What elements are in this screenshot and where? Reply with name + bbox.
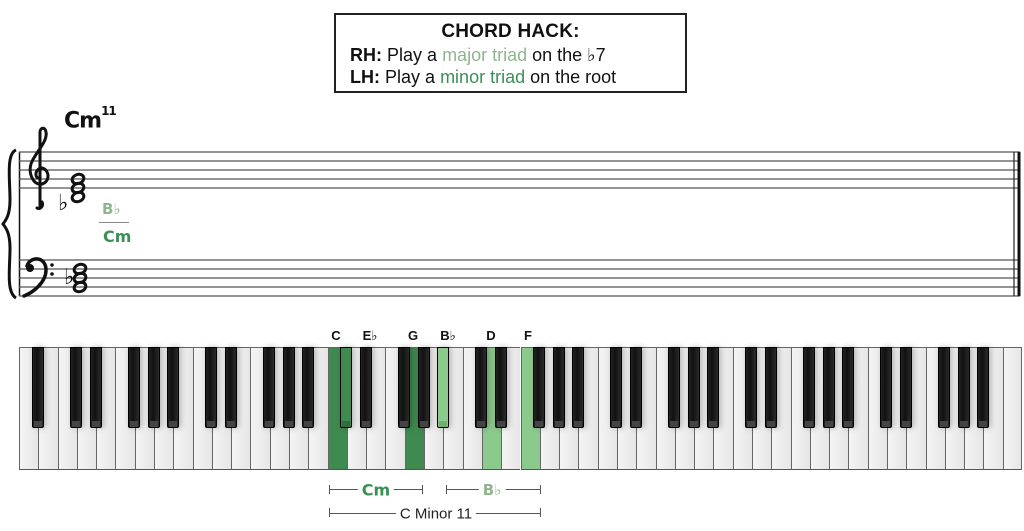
black-key-a-sharp[interactable] — [436, 347, 449, 428]
chord-symbol: Cm11 — [64, 104, 117, 134]
black-key-a-sharp[interactable] — [976, 347, 989, 428]
black-key-c-sharp[interactable] — [475, 347, 488, 428]
black-key-g-sharp[interactable] — [147, 347, 160, 428]
grand-staff: ♭ ♭ — [1, 126, 1021, 300]
flat-icon: ♭ — [64, 265, 74, 290]
black-key-g-sharp[interactable] — [282, 347, 295, 428]
black-key-g-sharp[interactable] — [687, 347, 700, 428]
black-key-c-sharp[interactable] — [880, 347, 893, 428]
black-key-d-sharp[interactable] — [359, 347, 372, 428]
black-key-f-sharp[interactable] — [938, 347, 951, 428]
bass-clef-icon — [22, 257, 54, 298]
chord-extension: 11 — [101, 104, 117, 118]
white-key-c[interactable] — [1002, 347, 1022, 470]
slash-chord-top: B♭ — [102, 200, 121, 218]
black-key-f-sharp[interactable] — [803, 347, 816, 428]
black-key-c-sharp[interactable] — [745, 347, 758, 428]
black-key-a-sharp[interactable] — [166, 347, 179, 428]
black-key-a-sharp[interactable] — [706, 347, 719, 428]
black-key-c-sharp[interactable] — [610, 347, 623, 428]
black-key-a-sharp[interactable] — [571, 347, 584, 428]
rh-text-before: Play a — [387, 45, 438, 65]
note-label: E♭ — [362, 328, 378, 343]
bass-chord: ♭ — [64, 262, 88, 294]
rh-instruction: RH: Play a major triad on the ♭7 — [350, 45, 606, 66]
treble-staff — [19, 151, 1020, 189]
lh-prefix: LH: — [350, 67, 380, 87]
black-key-f-sharp[interactable] — [128, 347, 141, 428]
lh-text-before: Play a — [385, 67, 436, 87]
chord-root: Cm — [64, 108, 102, 134]
slash-chord-divider — [99, 222, 129, 223]
black-key-d-sharp[interactable] — [89, 347, 102, 428]
black-key-f-sharp[interactable] — [398, 347, 411, 428]
note-label: D — [486, 328, 496, 343]
black-key-c-sharp[interactable] — [205, 347, 218, 428]
black-key-f-sharp[interactable] — [533, 347, 546, 428]
treble-chord: ♭ — [58, 172, 86, 216]
note-label: B♭ — [440, 328, 456, 343]
treble-clef-icon — [28, 126, 50, 210]
rh-text-after: on the ♭7 — [532, 45, 606, 65]
lh-instruction: LH: Play a minor triad on the root — [350, 67, 616, 88]
chord-hack-box: CHORD HACK: RH: Play a major triad on th… — [334, 13, 687, 93]
slash-chord-bottom: Cm — [103, 227, 132, 246]
bass-staff — [19, 259, 1020, 297]
black-key-g-sharp[interactable] — [417, 347, 430, 428]
black-key-d-sharp[interactable] — [764, 347, 777, 428]
black-key-d-sharp[interactable] — [629, 347, 642, 428]
black-key-a-sharp[interactable] — [31, 347, 44, 428]
chord-hack-title: CHORD HACK: — [441, 21, 580, 42]
black-key-c-sharp[interactable] — [70, 347, 83, 428]
rh-prefix: RH: — [350, 45, 382, 65]
lh-text-after: on the root — [530, 67, 617, 87]
final-barline — [1013, 152, 1021, 296]
bracket-full-label: C Minor 11 — [395, 505, 477, 523]
note-label: F — [524, 328, 532, 343]
piano-keyboard — [19, 347, 1022, 470]
black-key-a-sharp[interactable] — [301, 347, 314, 428]
black-key-g-sharp[interactable] — [957, 347, 970, 428]
black-key-a-sharp[interactable] — [841, 347, 854, 428]
black-key-d-sharp[interactable] — [899, 347, 912, 428]
bracket-cm-label: Cm — [357, 480, 395, 500]
flat-icon: ♭ — [58, 191, 68, 216]
rh-highlight: major triad — [442, 45, 528, 65]
black-key-f-sharp[interactable] — [263, 347, 276, 428]
black-key-g-sharp[interactable] — [552, 347, 565, 428]
black-key-c-sharp[interactable] — [340, 347, 353, 428]
black-key-d-sharp[interactable] — [224, 347, 237, 428]
note-label: C — [331, 328, 341, 343]
lh-highlight: minor triad — [440, 67, 526, 87]
black-key-g-sharp[interactable] — [822, 347, 835, 428]
black-key-f-sharp[interactable] — [668, 347, 681, 428]
note-label: G — [407, 328, 419, 343]
brace-icon — [1, 148, 18, 300]
bracket-bb-label: B♭ — [478, 481, 506, 499]
black-key-d-sharp[interactable] — [494, 347, 507, 428]
